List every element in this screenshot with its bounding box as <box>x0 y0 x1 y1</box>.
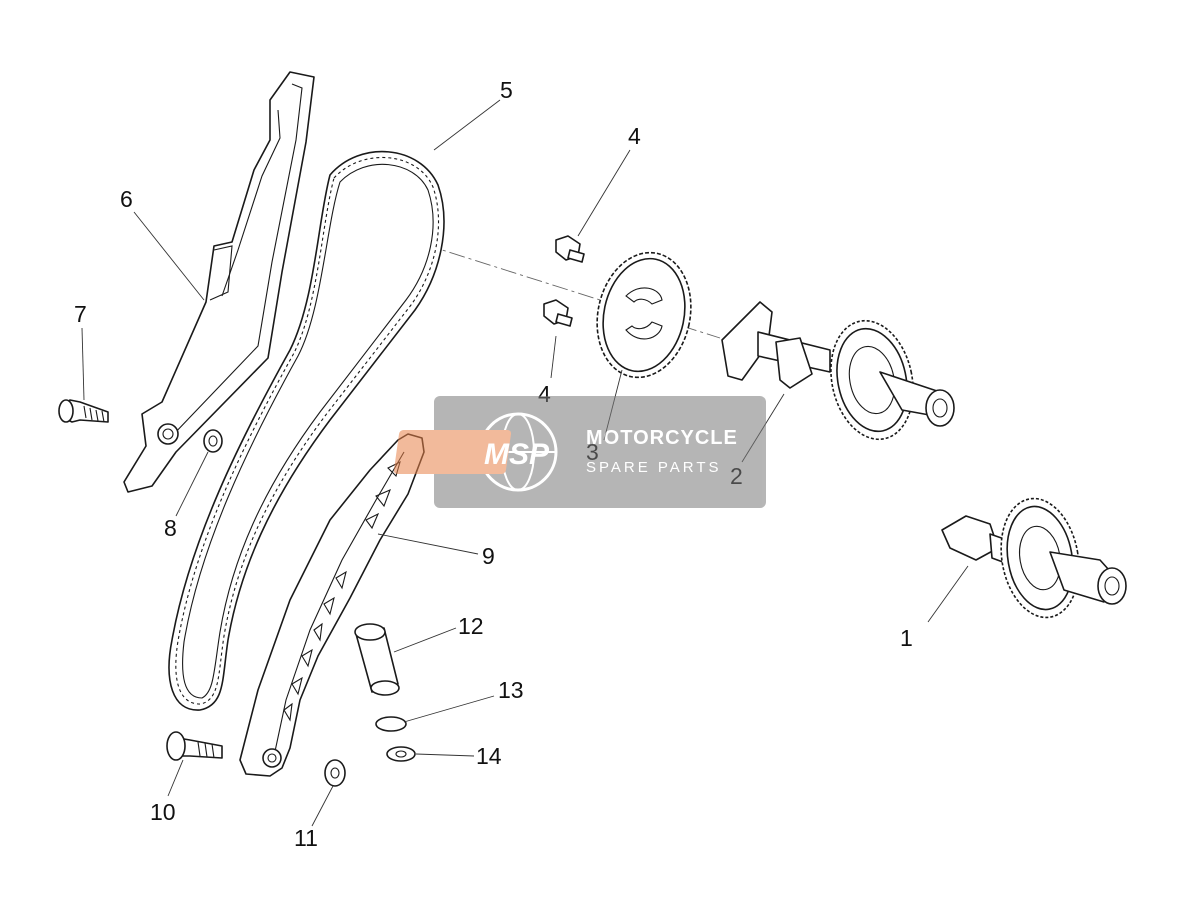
camshaft-sprocket <box>596 251 692 379</box>
screw-lower <box>543 299 573 327</box>
watermark-logo-text: MSP <box>484 438 550 471</box>
chain-guide-fixed <box>123 71 315 493</box>
spacer-upper <box>203 429 223 453</box>
watermark-logo-badge <box>393 430 512 474</box>
callout-14: 14 <box>476 743 502 769</box>
bolt-lower <box>166 731 223 761</box>
callout-5: 5 <box>500 77 513 103</box>
bolt-upper <box>58 399 109 423</box>
callout-12: 12 <box>458 613 484 639</box>
o-ring <box>375 716 407 732</box>
leader-lines <box>81 99 969 827</box>
callout-13: 13 <box>498 677 524 703</box>
callout-4-upper: 4 <box>628 123 641 149</box>
watermark-line2: SPARE PARTS <box>586 459 722 476</box>
callout-1: 1 <box>900 625 913 651</box>
callout-10: 10 <box>150 799 176 825</box>
camshaft-lower <box>941 497 1127 619</box>
camshaft-upper <box>721 301 955 441</box>
callout-7: 7 <box>74 301 87 327</box>
watermark-line1: MOTORCYCLE <box>586 427 738 449</box>
sealing-washer <box>386 746 416 762</box>
watermark: MSP MOTORCYCLE SPARE PARTS <box>393 396 766 508</box>
washer-lower <box>324 759 346 787</box>
chain-tensioner-plunger <box>354 623 400 696</box>
callout-6: 6 <box>120 186 133 212</box>
timing-chain <box>168 150 445 711</box>
callout-8: 8 <box>164 515 177 541</box>
chain-tensioner-slider <box>239 433 425 777</box>
watermark-box <box>434 396 766 508</box>
callout-11: 11 <box>294 825 318 851</box>
screw-upper <box>555 235 585 263</box>
callout-9: 9 <box>482 543 495 569</box>
